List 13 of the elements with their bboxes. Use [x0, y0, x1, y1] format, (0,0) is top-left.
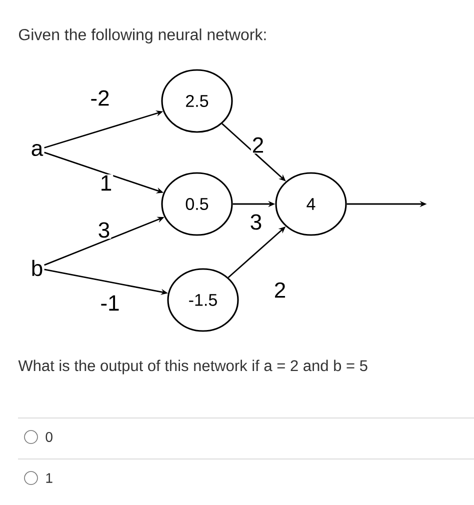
weight-label: 2 [272, 281, 288, 299]
input-label: a [32, 144, 44, 156]
input-label: b [32, 260, 42, 276]
weight-label: 1 [98, 174, 114, 192]
weight-label: -2 [89, 89, 111, 107]
weight-label: 3 [96, 221, 112, 239]
option-text: 1 [46, 473, 52, 483]
question-text: What is the output of this network if a = 2 and b = 5 [18, 360, 368, 374]
title: Given the following neural network: [19, 28, 266, 44]
weight-label: 3 [248, 213, 264, 231]
weight-label: -1 [99, 294, 121, 312]
weight-label: 2 [250, 136, 266, 154]
option-text: 0 [46, 432, 52, 442]
